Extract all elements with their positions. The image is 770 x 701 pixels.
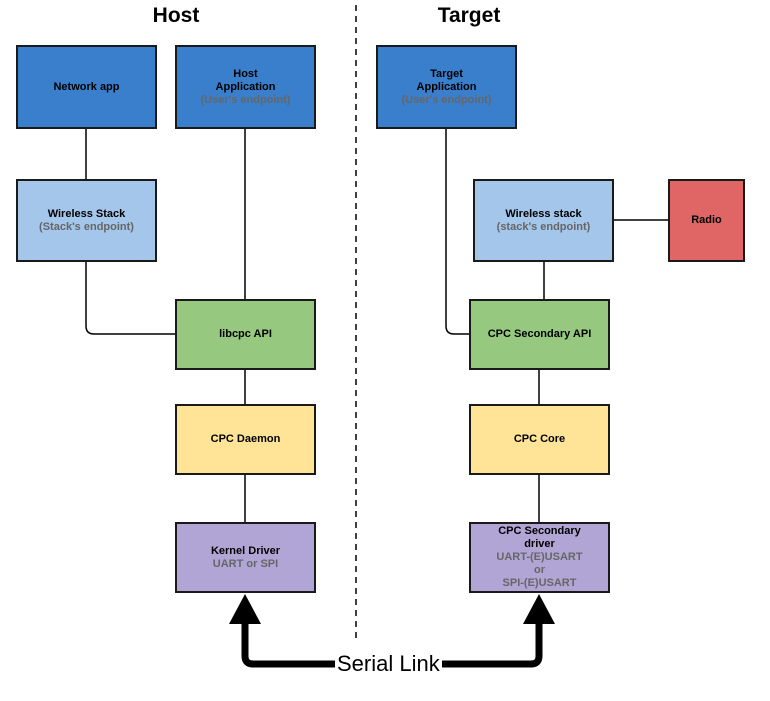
- host-wireless-stack-box: Wireless Stack (Stack's endpoint): [16, 179, 157, 262]
- host-wireless-stack-label: Wireless Stack: [47, 207, 126, 220]
- connector-wireless-stack-to-libcpc: [85, 261, 175, 335]
- cpc-secondary-driver-box: CPC Secondary driver UART-(E)USART or SP…: [469, 522, 610, 593]
- host-application-line1: Host: [233, 67, 258, 80]
- kernel-driver-sub: UART or SPI: [212, 557, 279, 570]
- host-application-line2: Application: [215, 80, 276, 93]
- target-wireless-stack-sub: (stack's endpoint): [496, 220, 591, 233]
- cpc-secondary-driver-sub2: or: [534, 564, 545, 576]
- host-wireless-stack-sub: (Stack's endpoint): [39, 220, 134, 233]
- cpc-core-label: CPC Core: [513, 433, 566, 445]
- cpc-secondary-api-box: CPC Secondary API: [469, 299, 610, 370]
- target-application-line2: Application: [416, 80, 477, 93]
- host-application-sub: (User's endpoint): [200, 93, 291, 106]
- libcpc-api-box: libcpc API: [175, 299, 316, 370]
- kernel-driver-box: Kernel Driver UART or SPI: [175, 522, 316, 593]
- radio-box: Radio: [668, 179, 745, 262]
- target-wireless-stack-label: Wireless stack: [505, 207, 582, 220]
- target-heading: Target: [437, 4, 501, 27]
- radio-label: Radio: [691, 214, 722, 226]
- host-heading: Host: [152, 4, 200, 27]
- cpc-secondary-driver-sub3: SPI-(E)USART: [502, 577, 577, 589]
- target-application-sub: (User's endpoint): [401, 93, 492, 106]
- cpc-core-box: CPC Core: [469, 404, 610, 475]
- target-application-box: Target Application (User's endpoint): [376, 45, 517, 129]
- cpc-daemon-label: CPC Daemon: [210, 433, 281, 445]
- libcpc-api-label: libcpc API: [219, 328, 272, 340]
- network-app-box: Network app: [16, 45, 157, 129]
- target-wireless-stack-box: Wireless stack (stack's endpoint): [473, 179, 614, 262]
- serial-link-arrowhead-target: [523, 594, 555, 624]
- serial-link-label: Serial Link: [335, 651, 442, 677]
- host-application-box: Host Application (User's endpoint): [175, 45, 316, 129]
- target-application-line1: Target: [430, 67, 463, 80]
- network-app-label: Network app: [53, 80, 120, 93]
- cpc-secondary-driver-line2: driver: [524, 538, 555, 550]
- kernel-driver-label: Kernel Driver: [210, 544, 281, 557]
- connector-target-app-to-secondary-api: [445, 128, 469, 335]
- cpc-secondary-driver-sub1: UART-(E)USART: [496, 551, 583, 563]
- serial-link-arrowhead-host: [229, 594, 261, 624]
- cpc-daemon-box: CPC Daemon: [175, 404, 316, 475]
- cpc-secondary-api-label: CPC Secondary API: [487, 328, 592, 340]
- cpc-secondary-driver-line1: CPC Secondary: [498, 525, 581, 537]
